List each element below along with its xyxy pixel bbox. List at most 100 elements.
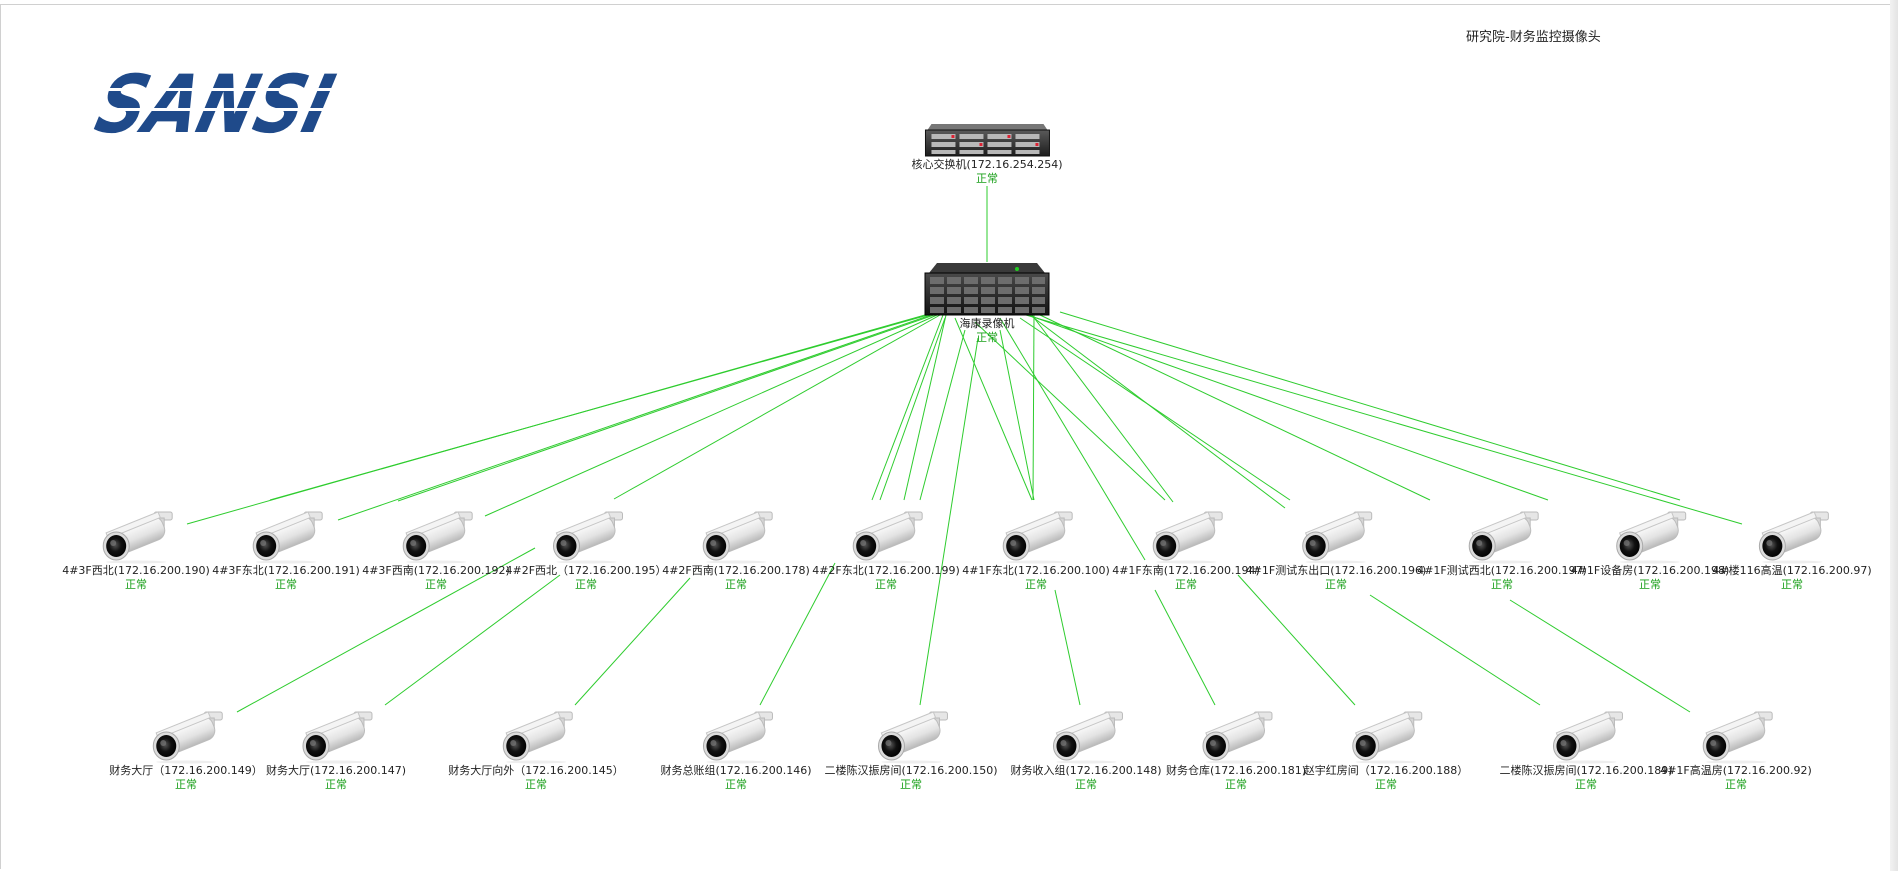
link-nvr-camera <box>879 317 946 501</box>
link-nvr-camera <box>999 317 1146 561</box>
camera-node[interactable]: 4#1F东北(172.16.200.100)正常 <box>962 508 1110 592</box>
link-nvr-camera <box>999 329 1035 501</box>
link-camera-row2 <box>1237 574 1356 706</box>
camera-icon <box>1202 711 1273 764</box>
link-nvr-camera <box>871 314 944 501</box>
camera-status: 正常 <box>1575 778 1597 791</box>
page-title: 研究院-财务监控摄像头 <box>1466 30 1601 45</box>
camera-label: 4#1F测试西北(172.16.200.197) <box>1417 564 1587 577</box>
link-camera-row2 <box>574 577 691 706</box>
camera-icon <box>1702 711 1773 764</box>
camera-node[interactable]: 二楼陈汉振房间(172.16.200.189)正常 <box>1499 708 1673 792</box>
switch-label: 核心交换机(172.16.254.254) <box>911 158 1063 171</box>
camera-icon <box>852 511 923 564</box>
camera-label: 4#2F西南(172.16.200.178) <box>662 564 810 577</box>
camera-node[interactable]: 4#1F东南(172.16.200.194)正常 <box>1112 508 1260 592</box>
link-camera-row2 <box>236 547 536 713</box>
camera-label: 4#2F东北(172.16.200.199) <box>812 564 960 577</box>
camera-label: 4#1F东南(172.16.200.194) <box>1112 564 1260 577</box>
camera-node[interactable]: 财务仓库(172.16.200.181)正常 <box>1166 708 1306 792</box>
camera-label: 财务总账组(172.16.200.146) <box>660 764 812 777</box>
camera-label: 赵宇红房间（172.16.200.188） <box>1303 764 1469 777</box>
camera-node[interactable]: 4#2F西北（172.16.200.195）正常 <box>505 508 667 592</box>
camera-icon <box>152 711 223 764</box>
link-nvr-camera <box>1032 314 1035 501</box>
camera-icon <box>877 711 948 764</box>
camera-node[interactable]: 4#3F西南(172.16.200.192)正常 <box>362 508 510 592</box>
link-nvr-camera <box>1027 314 1549 501</box>
link-nvr-camera <box>397 314 935 502</box>
camera-node[interactable]: 赵宇红房间（172.16.200.188）正常 <box>1304 708 1468 792</box>
link-nvr-camera <box>269 314 929 501</box>
switch-status: 正常 <box>976 172 998 185</box>
camera-node[interactable]: 4#1F测试西北(172.16.200.197)正常 <box>1417 508 1587 592</box>
camera-label: 4#1F测试东出口(172.16.200.196) <box>1245 564 1427 577</box>
camera-status: 正常 <box>424 578 447 591</box>
camera-status: 正常 <box>124 578 147 591</box>
camera-icon <box>552 511 623 564</box>
link-nvr-camera <box>974 321 1166 501</box>
camera-status: 正常 <box>1075 778 1097 791</box>
camera-icon <box>402 511 473 564</box>
camera-icon <box>1616 511 1687 564</box>
camera-node[interactable]: 二楼陈汉振房间(172.16.200.150)正常 <box>824 708 998 792</box>
svg-text:SANSI: SANSI <box>92 60 342 140</box>
camera-node[interactable]: 4#2F西南(172.16.200.178)正常 <box>662 508 810 592</box>
camera-status: 正常 <box>1324 578 1347 591</box>
link-camera-row2 <box>919 337 979 706</box>
camera-node[interactable]: 财务大厅（172.16.200.149）正常 <box>109 708 263 792</box>
camera-label: 财务大厅（172.16.200.149） <box>109 764 263 777</box>
link-camera-row2 <box>1369 594 1541 706</box>
camera-status: 正常 <box>1374 778 1397 791</box>
camera-icon <box>702 511 773 564</box>
camera-icon <box>252 511 323 564</box>
camera-node[interactable]: 4#1F设备房(172.16.200.198)正常 <box>1571 508 1729 592</box>
camera-label: 4#1F高温房(172.16.200.92) <box>1660 764 1812 777</box>
camera-node[interactable]: 财务总账组(172.16.200.146)正常 <box>660 708 812 792</box>
camera-status: 正常 <box>1024 578 1047 591</box>
camera-node[interactable]: 4#楼116高温(172.16.200.97)正常 <box>1712 508 1872 592</box>
camera-label: 4#3F东北(172.16.200.191) <box>212 564 360 577</box>
camera-node[interactable]: 4#2F东北(172.16.200.199)正常 <box>812 508 960 592</box>
link-nvr-camera <box>919 329 966 501</box>
nvr-node[interactable]: 海康录像机 正常 <box>921 261 1053 345</box>
camera-node[interactable]: 财务收入组(172.16.200.148)正常 <box>1010 708 1162 792</box>
camera-label: 财务收入组(172.16.200.148) <box>1010 764 1162 777</box>
link-nvr-camera <box>1039 314 1431 501</box>
camera-icon <box>1352 711 1423 764</box>
camera-node[interactable]: 财务大厅向外（172.16.200.145）正常 <box>448 708 624 792</box>
camera-icon <box>1052 711 1123 764</box>
link-camera-row2 <box>759 562 836 706</box>
camera-node[interactable]: 4#3F东北(172.16.200.191)正常 <box>212 508 360 592</box>
camera-node[interactable]: 4#1F测试东出口(172.16.200.196)正常 <box>1245 508 1427 592</box>
camera-node[interactable]: 财务大厅(172.16.200.147)正常 <box>266 708 406 792</box>
camera-status: 正常 <box>1174 578 1197 591</box>
camera-node[interactable]: 4#3F西北(172.16.200.190)正常 <box>62 508 210 592</box>
camera-label: 4#2F西北（172.16.200.195） <box>505 564 667 577</box>
core-switch-node[interactable]: 核心交换机(172.16.254.254) 正常 <box>911 122 1063 186</box>
link-nvr-camera <box>903 314 947 501</box>
camera-label: 4#3F西北(172.16.200.190) <box>62 564 210 577</box>
link-nvr-camera <box>954 317 1033 501</box>
link-camera-row2 <box>1054 589 1081 706</box>
camera-icon <box>1758 511 1829 564</box>
camera-label: 二楼陈汉振房间(172.16.200.189) <box>1499 764 1673 777</box>
camera-label: 二楼陈汉振房间(172.16.200.150) <box>824 764 998 777</box>
camera-icon <box>1552 711 1623 764</box>
camera-status: 正常 <box>1638 578 1661 591</box>
camera-node[interactable]: 4#1F高温房(172.16.200.92)正常 <box>1660 708 1812 792</box>
link-nvr-camera <box>1025 314 1743 525</box>
camera-icon <box>102 511 173 564</box>
camera-status: 正常 <box>724 578 747 591</box>
nvr-icon <box>924 263 1050 316</box>
link-camera-row2 <box>1154 589 1216 706</box>
link-nvr-camera <box>1019 317 1291 501</box>
camera-status: 正常 <box>725 778 747 791</box>
camera-status: 正常 <box>174 778 197 791</box>
scrollbar-edge[interactable] <box>1890 0 1898 871</box>
link-nvr-camera <box>484 314 938 517</box>
link-nvr-camera <box>337 314 932 521</box>
link-nvr-camera <box>613 314 941 500</box>
camera-icon <box>702 711 773 764</box>
